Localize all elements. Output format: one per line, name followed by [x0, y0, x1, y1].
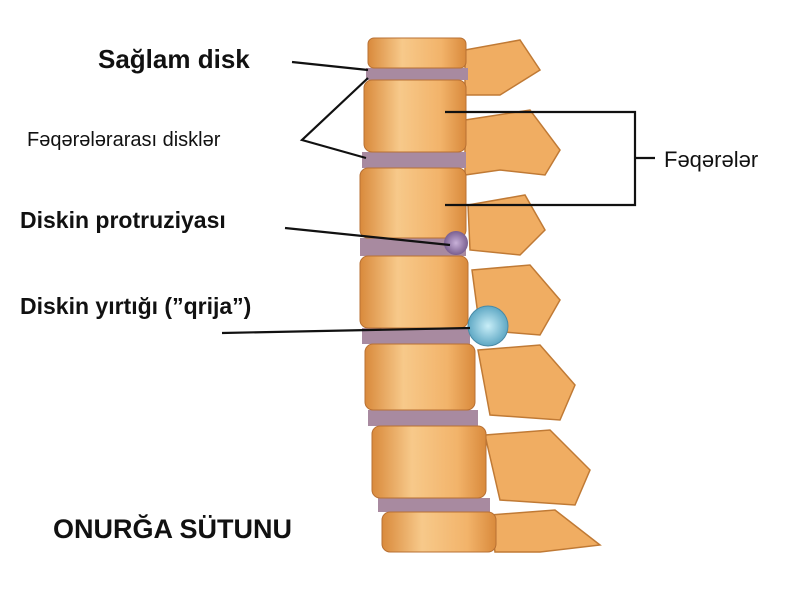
label-intervertebral-discs: Fəqərələrarası disklər	[27, 129, 221, 151]
label-disc-herniation: Diskin yırtığı (”qrija”)	[20, 293, 252, 319]
diagram-title: ONURĞA SÜTUNU	[53, 514, 292, 544]
hernia-bulge	[467, 305, 509, 347]
vertebral-bodies	[359, 37, 497, 553]
leader-lines	[221, 60, 655, 335]
label-vertebrae: Fəqərələr	[664, 147, 759, 172]
protrusion-bulge	[444, 231, 468, 255]
label-healthy-disc: Sağlam disk	[98, 44, 250, 74]
discs	[360, 68, 490, 512]
label-disc-protrusion: Diskin protruziyası	[20, 207, 226, 233]
